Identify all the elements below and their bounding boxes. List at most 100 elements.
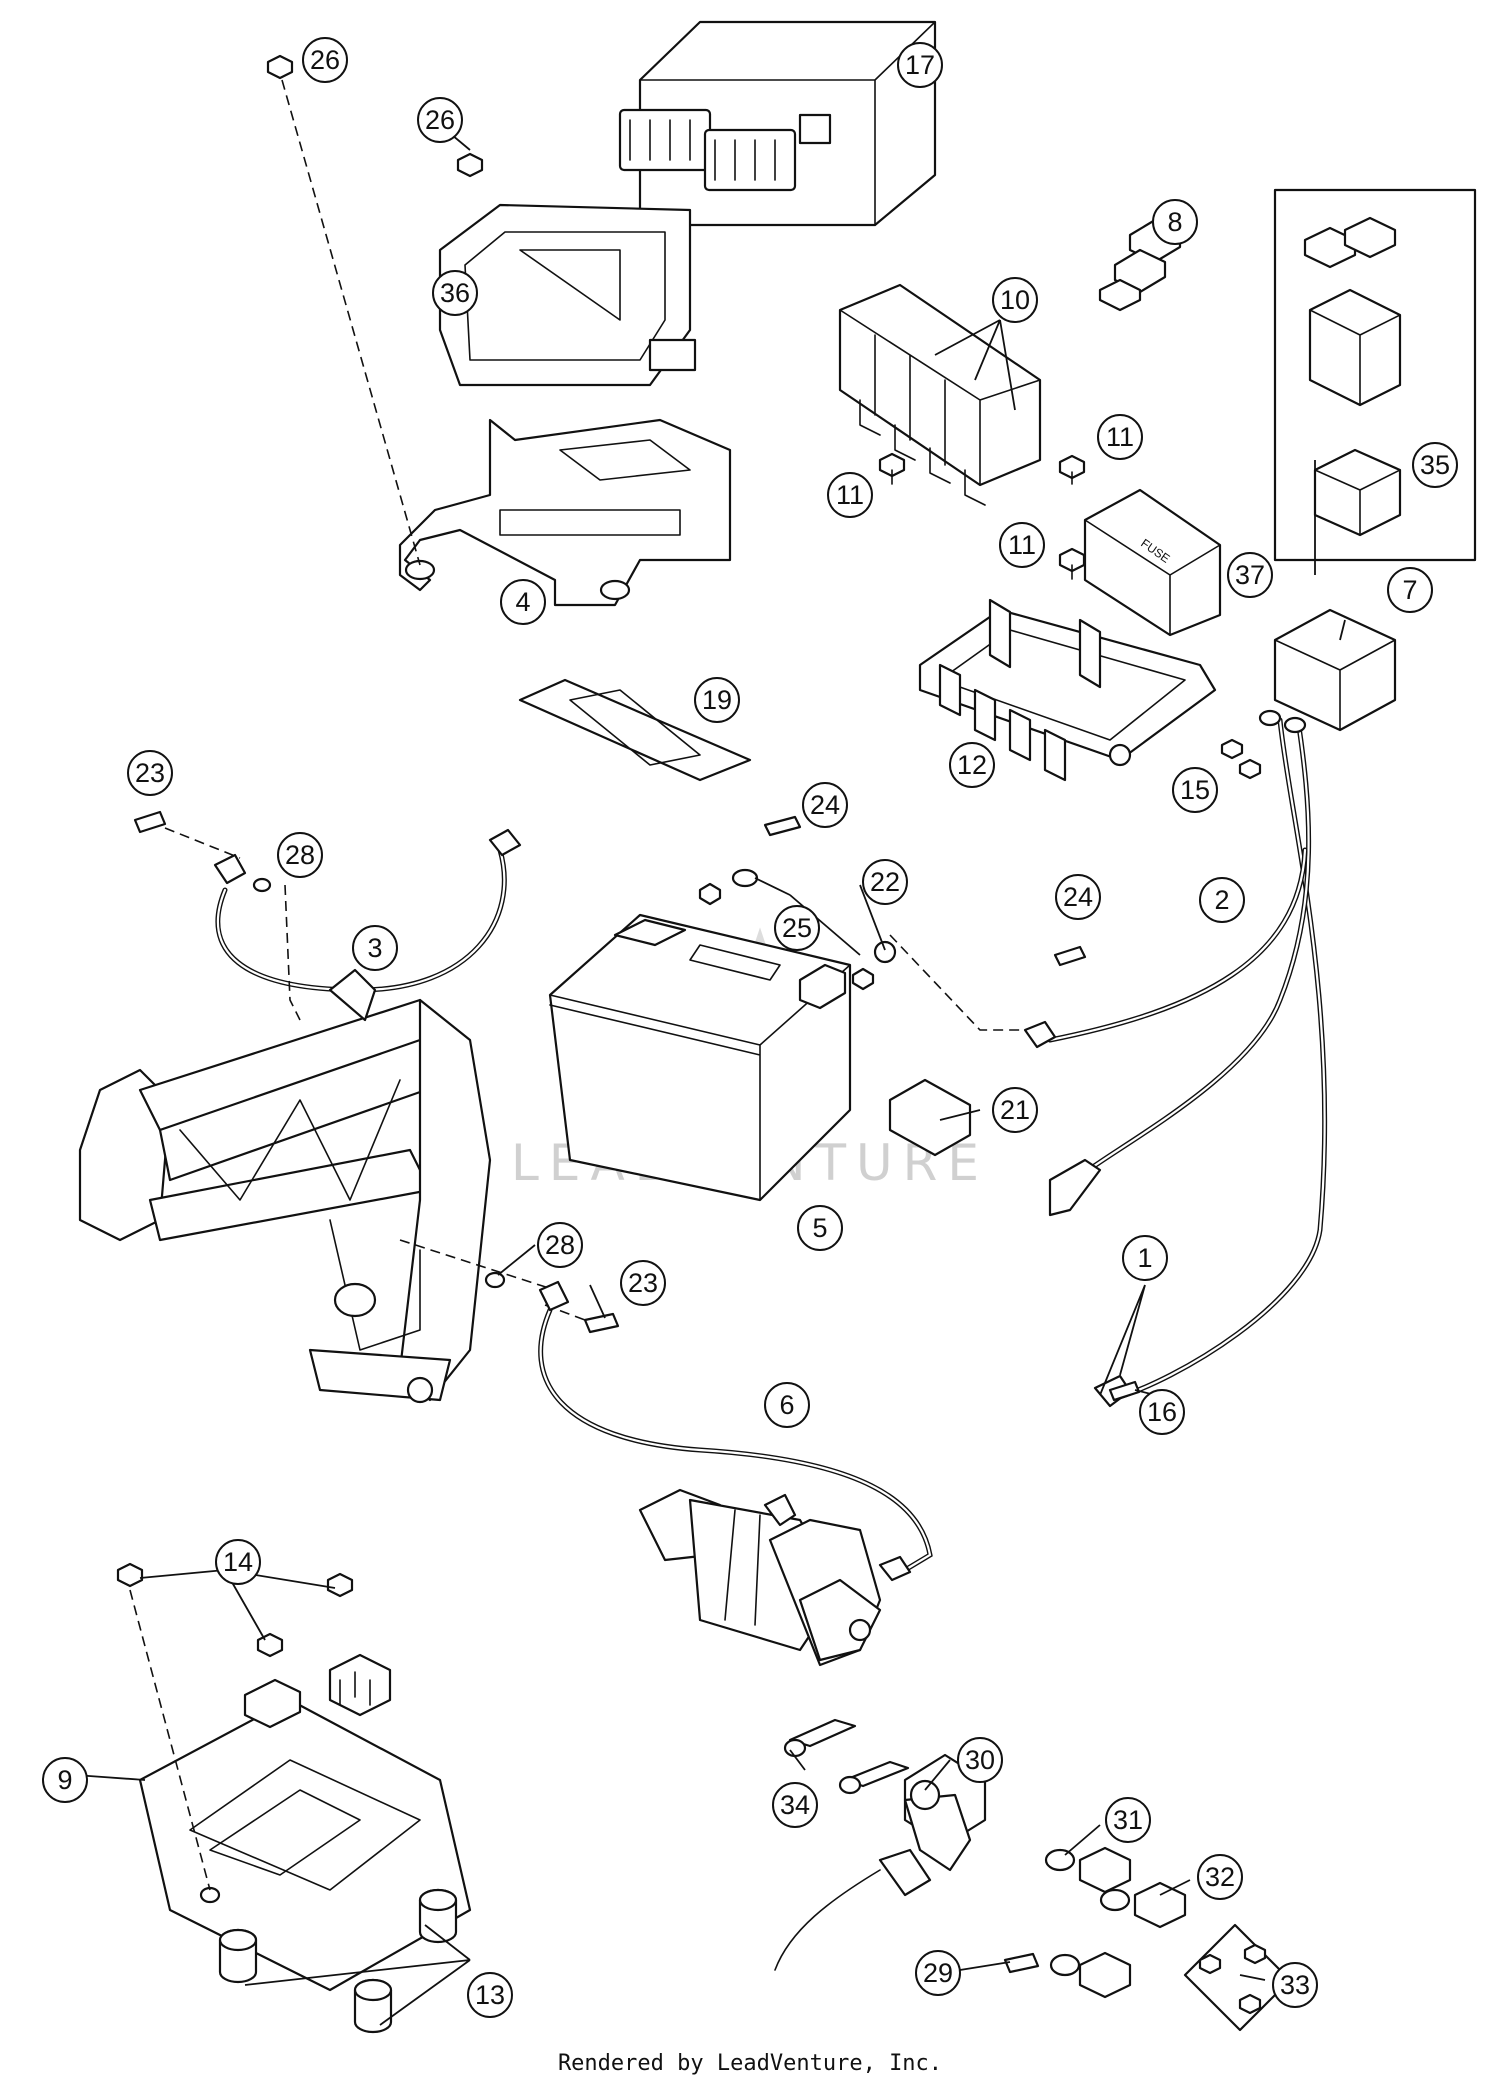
svg-text:11: 11 bbox=[1106, 422, 1134, 452]
callout-5: 5 bbox=[797, 1205, 843, 1251]
callout-6: 6 bbox=[764, 1382, 810, 1428]
rubber-feet-13 bbox=[218, 1888, 458, 2034]
svg-text:25: 25 bbox=[782, 913, 812, 943]
svg-text:37: 37 bbox=[1235, 560, 1265, 590]
callout-36: 36 bbox=[432, 270, 478, 316]
callout-26a: 26 bbox=[302, 37, 348, 83]
part-ecu bbox=[618, 20, 937, 227]
svg-text:6: 6 bbox=[779, 1390, 794, 1420]
part-battery-holder bbox=[138, 1653, 472, 1992]
bolts-11 bbox=[878, 452, 1086, 580]
part-starter-relay bbox=[1273, 608, 1397, 732]
render-credit: Rendered by LeadVenture, Inc. bbox=[558, 2051, 942, 2076]
hardware-22-24-25 bbox=[698, 815, 1087, 991]
svg-text:7: 7 bbox=[1402, 575, 1417, 605]
callout-13: 13 bbox=[467, 1972, 513, 2018]
svg-text:14: 14 bbox=[223, 1547, 253, 1577]
callout-33: 33 bbox=[1272, 1962, 1318, 2008]
callout-26b: 26 bbox=[417, 97, 463, 143]
callout-21: 21 bbox=[992, 1087, 1038, 1133]
part-fuse-box: FUSE bbox=[1083, 488, 1222, 637]
callout-9: 9 bbox=[42, 1757, 88, 1803]
svg-text:3: 3 bbox=[367, 933, 382, 963]
svg-text:1: 1 bbox=[1137, 1243, 1152, 1273]
callout-23b: 23 bbox=[620, 1260, 666, 1306]
cable-1 bbox=[1048, 709, 1328, 1408]
svg-text:35: 35 bbox=[1420, 450, 1450, 480]
svg-text:10: 10 bbox=[1000, 285, 1030, 315]
svg-text:26: 26 bbox=[310, 45, 340, 75]
callout-29: 29 bbox=[915, 1950, 961, 1996]
callout-34: 34 bbox=[772, 1782, 818, 1828]
callout-32: 32 bbox=[1197, 1854, 1243, 1900]
svg-text:30: 30 bbox=[965, 1745, 995, 1775]
svg-text:9: 9 bbox=[57, 1765, 72, 1795]
svg-text:31: 31 bbox=[1113, 1805, 1143, 1835]
screws-26 bbox=[266, 54, 484, 566]
svg-text:15: 15 bbox=[1180, 775, 1210, 805]
part-fuse-tray bbox=[918, 598, 1217, 782]
callout-28a: 28 bbox=[277, 832, 323, 878]
callout-16: 16 bbox=[1139, 1389, 1185, 1435]
svg-text:2: 2 bbox=[1214, 885, 1229, 915]
svg-text:33: 33 bbox=[1280, 1970, 1310, 2000]
callout-24a: 24 bbox=[802, 782, 848, 828]
svg-text:11: 11 bbox=[1008, 530, 1036, 560]
svg-text:28: 28 bbox=[285, 840, 315, 870]
callout-12: 12 bbox=[949, 742, 995, 788]
svg-text:29: 29 bbox=[923, 1958, 953, 1988]
callout-25: 25 bbox=[774, 905, 820, 951]
callout-35: 35 bbox=[1412, 442, 1458, 488]
svg-text:5: 5 bbox=[812, 1213, 827, 1243]
inset-box bbox=[1273, 188, 1477, 562]
svg-text:24: 24 bbox=[810, 790, 840, 820]
svg-text:19: 19 bbox=[702, 685, 732, 715]
callout-24b: 24 bbox=[1055, 874, 1101, 920]
callout-1: 1 bbox=[1122, 1235, 1168, 1281]
callout-11c: 11 bbox=[999, 522, 1045, 568]
callout-31: 31 bbox=[1105, 1797, 1151, 1843]
svg-text:36: 36 bbox=[440, 278, 470, 308]
callout-3: 3 bbox=[352, 925, 398, 971]
part-bracket-plate bbox=[398, 418, 732, 607]
svg-text:28: 28 bbox=[545, 1230, 575, 1260]
callout-15: 15 bbox=[1172, 767, 1218, 813]
svg-text:16: 16 bbox=[1147, 1397, 1177, 1427]
svg-text:24: 24 bbox=[1063, 882, 1093, 912]
callout-17: 17 bbox=[897, 42, 943, 88]
callout-4: 4 bbox=[500, 579, 546, 625]
svg-text:32: 32 bbox=[1205, 1862, 1235, 1892]
svg-text:26: 26 bbox=[425, 105, 455, 135]
callout-11a: 11 bbox=[827, 472, 873, 518]
part-terminal-cover bbox=[888, 1078, 972, 1157]
svg-text:22: 22 bbox=[870, 867, 900, 897]
part-sensor-assembly bbox=[774, 1718, 1292, 2032]
cable-3 bbox=[133, 810, 522, 1021]
callout-10: 10 bbox=[992, 277, 1038, 323]
svg-text:13: 13 bbox=[475, 1980, 505, 2010]
svg-text:34: 34 bbox=[780, 1790, 810, 1820]
part-relays bbox=[838, 283, 1042, 506]
callout-19: 19 bbox=[694, 677, 740, 723]
svg-text:21: 21 bbox=[1000, 1095, 1030, 1125]
callout-8: 8 bbox=[1152, 199, 1198, 245]
cable-6 bbox=[538, 1280, 933, 1582]
svg-text:8: 8 bbox=[1167, 207, 1182, 237]
callout-14: 14 bbox=[215, 1539, 261, 1585]
part-starter-motor bbox=[638, 1488, 882, 1667]
svg-text:23: 23 bbox=[628, 1268, 658, 1298]
svg-text:12: 12 bbox=[957, 750, 987, 780]
svg-text:11: 11 bbox=[836, 480, 864, 510]
callout-22: 22 bbox=[862, 859, 908, 905]
callout-7: 7 bbox=[1387, 567, 1433, 613]
callout-2: 2 bbox=[1199, 877, 1245, 923]
svg-text:17: 17 bbox=[905, 50, 935, 80]
part-frame bbox=[78, 968, 556, 1404]
cable-2 bbox=[889, 847, 1308, 1049]
screws-15 bbox=[1220, 738, 1262, 780]
screw-16 bbox=[1108, 1380, 1141, 1402]
part-pad bbox=[518, 678, 752, 782]
callout-37: 37 bbox=[1227, 552, 1273, 598]
svg-text:23: 23 bbox=[135, 758, 165, 788]
